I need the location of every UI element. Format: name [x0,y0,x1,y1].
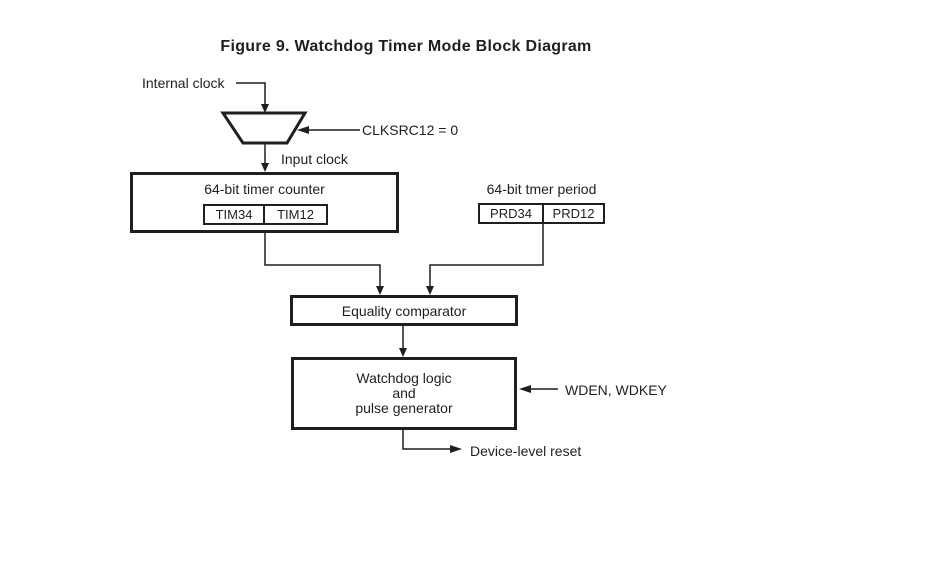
timer-counter-box: 64-bit timer counter TIM34 TIM12 [130,172,399,233]
label-input-clock: Input clock [281,151,348,167]
connector-clksrc-arrow [297,126,309,134]
label-device-level-reset: Device-level reset [470,443,582,459]
connector-wden-arrow [519,385,531,393]
label-timer-period: 64-bit tmer period [486,181,597,197]
connector-input-clock-arrow [261,163,269,172]
connector-timer-to-comparator-line [264,233,381,291]
register-cell-tim12: TIM12 [263,204,328,225]
register-cell-tim34: TIM34 [203,204,265,225]
equality-comparator-box: Equality comparator [290,295,518,326]
connector-period-to-comparator-line [429,224,544,291]
connector-device-reset-line [402,430,452,450]
connector-internal-clock-arrow [261,104,269,113]
label-internal-clock: Internal clock [142,75,225,91]
label-wden-wdkey: WDEN, WDKEY [565,382,667,398]
figure-title: Figure 9. Watchdog Timer Mode Block Diag… [220,38,592,55]
register-cell-prd34: PRD34 [478,203,544,224]
watchdog-logic-label: Watchdog logic and pulse generator [355,370,453,416]
register-cell-prd12: PRD12 [542,203,605,224]
clock-mux-shape [220,111,308,145]
connector-internal-clock-line [236,82,266,109]
connector-device-reset-arrow [450,445,462,453]
equality-comparator-label: Equality comparator [341,302,467,319]
connector-timer-to-comparator-arrow [376,286,384,295]
label-clksrc12: CLKSRC12 = 0 [362,122,459,138]
timer-counter-label: 64-bit timer counter [204,181,325,197]
watchdog-logic-box: Watchdog logic and pulse generator [291,357,517,430]
connector-period-to-comparator-arrow [426,286,434,295]
connector-comparator-to-watchdog-arrow [399,348,407,357]
